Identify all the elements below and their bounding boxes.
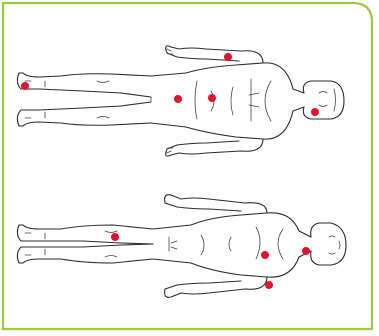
marker-lower-back-center	[208, 94, 216, 102]
marker-lower-back	[174, 95, 182, 103]
body-diagram-panel	[1, 1, 374, 332]
marker-neck	[311, 108, 319, 116]
marker-knee	[111, 233, 119, 241]
marker-chest	[261, 251, 269, 259]
marker-hip	[265, 281, 273, 289]
marker-collarbone	[302, 247, 310, 255]
marker-heel	[21, 82, 29, 90]
panel-border	[3, 3, 372, 329]
body-diagram	[1, 1, 374, 332]
marker-elbow	[224, 53, 232, 61]
